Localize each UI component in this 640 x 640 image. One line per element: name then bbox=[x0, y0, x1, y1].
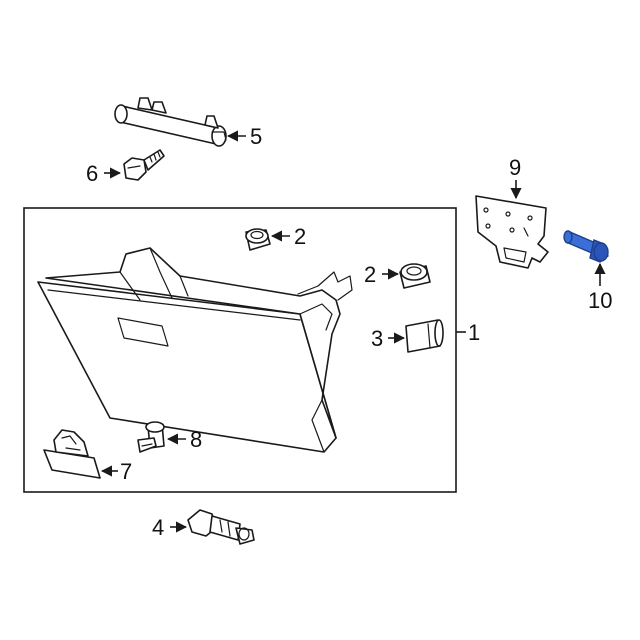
part-2-bumper-lower[interactable] bbox=[399, 263, 431, 289]
callout-6: 6 bbox=[86, 161, 98, 186]
part-6-bolt[interactable] bbox=[123, 149, 165, 181]
part-7-latch[interactable] bbox=[43, 429, 101, 479]
assembly-frame bbox=[23, 207, 457, 493]
callout-5: 5 bbox=[250, 124, 262, 149]
part-10-bolt[interactable] bbox=[563, 230, 609, 263]
part-5-hinge-rod[interactable] bbox=[114, 97, 227, 147]
callout-9: 9 bbox=[509, 155, 521, 180]
part-3-spacer[interactable] bbox=[405, 319, 444, 353]
callout-8: 8 bbox=[190, 427, 202, 452]
part-9-bracket[interactable] bbox=[475, 195, 549, 269]
part-2-bumper-upper[interactable] bbox=[245, 228, 271, 251]
part-8-screw[interactable] bbox=[137, 421, 165, 453]
part-4-striker[interactable] bbox=[187, 509, 255, 545]
callout-3: 3 bbox=[371, 326, 383, 351]
callout-10: 10 bbox=[588, 288, 612, 313]
callout-2-lower: 2 bbox=[364, 262, 376, 287]
callout-7: 7 bbox=[120, 459, 132, 484]
part-1-glove-box[interactable] bbox=[37, 247, 353, 453]
callout-2-upper: 2 bbox=[294, 224, 306, 249]
callout-4: 4 bbox=[152, 515, 164, 540]
callout-1: 1 bbox=[468, 320, 480, 345]
